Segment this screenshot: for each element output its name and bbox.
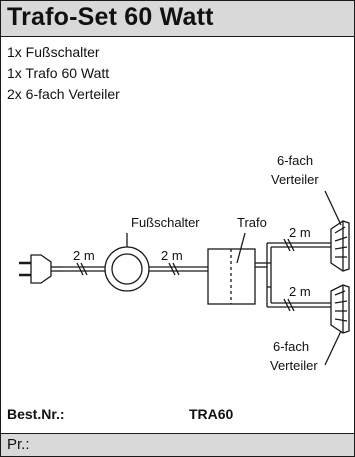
trafo-icon (207, 248, 256, 305)
distributor-bottom-icon (330, 284, 350, 334)
order-number-value: TRA60 (189, 406, 234, 422)
price-label: Pr.: (7, 436, 30, 453)
contents-list: 1x Fußschalter 1x Trafo 60 Watt 2x 6-fac… (7, 42, 120, 105)
cable-trafo-to-top-distributor (255, 238, 331, 288)
distributor-top-label-line2: Verteiler (271, 172, 319, 187)
distributor-top-icon (330, 220, 350, 272)
distributor-bottom-label-line2: Verteiler (270, 358, 318, 373)
order-number-row: Best.Nr.: TRA60 (7, 406, 347, 426)
cable-footswitch-to-trafo (149, 262, 208, 276)
footswitch-icon (104, 246, 150, 292)
cable-length-label: 2 m (289, 284, 311, 299)
contents-item: 1x Trafo 60 Watt (7, 65, 110, 81)
distributor-top-label-line1: 6-fach (277, 153, 313, 168)
product-title: Trafo-Set 60 Watt (7, 3, 214, 31)
cable-trafo-to-bottom-distributor (266, 287, 331, 312)
title-bar: Trafo-Set 60 Watt (1, 1, 354, 37)
order-number-label: Best.Nr.: (7, 406, 65, 422)
cable-length-label: 2 m (73, 248, 95, 263)
price-bar: Pr.: (1, 433, 354, 456)
contents-item: 1x Fußschalter (7, 44, 100, 60)
trafo-label: Trafo (237, 215, 267, 230)
footswitch-label: Fußschalter (131, 215, 200, 230)
distributor-bottom-label-line1: 6-fach (273, 339, 309, 354)
cable-length-label: 2 m (161, 248, 183, 263)
plug-icon (19, 254, 63, 284)
cable-plug-to-footswitch (63, 262, 105, 276)
label-pointers (126, 190, 342, 366)
contents-item: 2x 6-fach Verteiler (7, 86, 120, 102)
cable-length-label: 2 m (289, 225, 311, 240)
